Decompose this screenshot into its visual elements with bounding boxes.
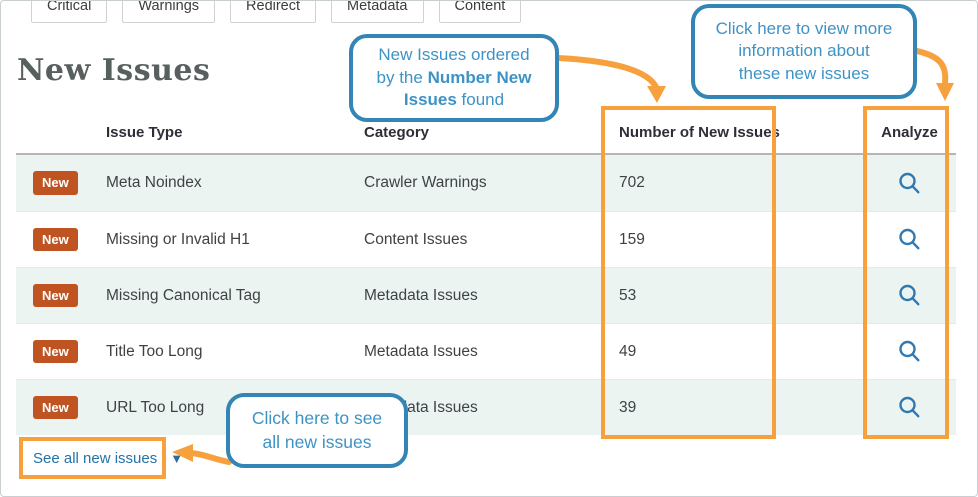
table-body: New Meta Noindex Crawler Warnings 702 Ne… — [16, 155, 956, 435]
table-row: New Meta Noindex Crawler Warnings 702 — [16, 155, 956, 211]
arrow-to-analyze-column — [909, 47, 954, 101]
category-cell: Content Issues — [364, 230, 468, 248]
callout-order-line3-post: found — [456, 90, 505, 110]
magnifier-icon — [897, 227, 922, 252]
see-all-new-issues-link[interactable]: See all new issues ▼ — [33, 450, 183, 467]
see-all-highlight-box: See all new issues ▼ — [19, 437, 183, 479]
magnifier-icon — [897, 339, 922, 364]
category-cell: Metadata Issues — [364, 342, 478, 360]
header-issue-type: Issue Type — [106, 123, 183, 141]
category-cell: Metadata Issues — [364, 286, 478, 304]
magnifier-icon — [897, 283, 922, 308]
header-category: Category — [364, 123, 430, 141]
header-analyze: Analyze — [881, 123, 938, 141]
callout-order-line2-pre: by the — [376, 67, 428, 87]
callout-see-all: Click here to see all new issues — [226, 393, 408, 468]
chevron-down-icon[interactable]: ▼ — [170, 450, 184, 466]
filter-button-content[interactable]: Content — [438, 1, 522, 23]
analyze-button[interactable] — [895, 281, 925, 311]
page-title: New Issues — [17, 53, 211, 88]
issue-type-cell: Missing or Invalid H1 — [106, 230, 250, 248]
magnifier-icon — [897, 171, 922, 196]
new-issue-count-cell: 39 — [619, 398, 637, 416]
arrow-to-number-column — [555, 55, 666, 103]
new-issues-table: Issue Type Category Number of New Issues… — [16, 111, 956, 435]
new-badge: New — [33, 395, 78, 420]
table-row: New Missing or Invalid H1 Content Issues… — [16, 211, 956, 267]
filter-bar: Critical Warnings Redirect Metadata Cont… — [31, 1, 522, 23]
issue-type-cell: Meta Noindex — [106, 174, 202, 191]
new-issue-count-cell: 53 — [619, 286, 637, 304]
new-issue-count-cell: 49 — [619, 342, 637, 360]
callout-analyze-line3: these new issues — [738, 63, 870, 83]
header-number-of-new-issues: Number of New Issues — [619, 123, 780, 141]
new-badge: New — [33, 227, 78, 252]
filter-button-warnings[interactable]: Warnings — [122, 1, 216, 23]
issue-type-cell: Missing Canonical Tag — [106, 286, 261, 304]
table-row: New Missing Canonical Tag Metadata Issue… — [16, 267, 956, 323]
filter-button-redirect[interactable]: Redirect — [230, 1, 317, 23]
new-badge: New — [33, 283, 78, 308]
issue-type-cell: Title Too Long — [106, 342, 203, 360]
category-cell: Crawler Warnings — [364, 174, 487, 191]
analyze-button[interactable] — [895, 393, 925, 423]
analyze-button[interactable] — [895, 337, 925, 367]
callout-analyze-line1: Click here to view more — [715, 18, 893, 38]
new-issue-count-cell: 159 — [619, 230, 645, 248]
table-header-row: Issue Type Category Number of New Issues… — [16, 111, 956, 155]
callout-order-line3-bold: Issues — [403, 90, 457, 110]
table-row: New URL Too Long Metadata Issues 39 — [16, 379, 956, 435]
callout-seeall-line1: Click here to see — [251, 408, 383, 429]
filter-button-metadata[interactable]: Metadata — [331, 1, 424, 23]
analyze-button[interactable] — [895, 225, 925, 255]
callout-order-line1: New Issues ordered — [378, 45, 530, 65]
see-all-label: See all new issues — [33, 449, 158, 467]
issue-type-cell: URL Too Long — [106, 398, 205, 416]
callout-ordered-by-number: New Issues ordered by the Number New Iss… — [349, 34, 559, 122]
new-badge: New — [33, 339, 78, 364]
callout-analyze-line2: information about — [738, 41, 870, 61]
magnifier-icon — [897, 395, 922, 420]
callout-analyze-info: Click here to view more information abou… — [691, 4, 917, 99]
new-issue-count-cell: 702 — [619, 174, 645, 191]
analyze-button[interactable] — [895, 168, 925, 198]
new-badge: New — [33, 171, 78, 195]
callout-order-line2-bold: Number New — [427, 67, 532, 87]
callout-seeall-line2: all new issues — [262, 431, 372, 452]
table-row: New Title Too Long Metadata Issues 49 — [16, 323, 956, 379]
filter-button-critical[interactable]: Critical — [31, 1, 108, 23]
